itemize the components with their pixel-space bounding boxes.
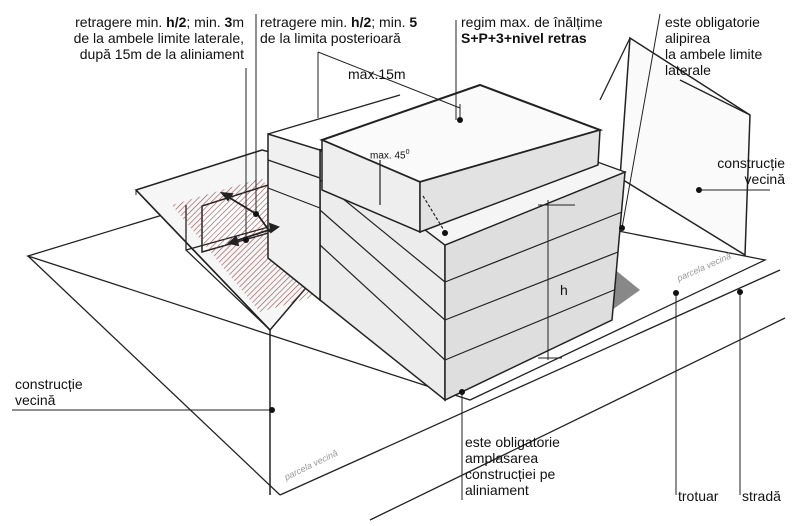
label-alignment: este obligatorie amplasarea construcției… <box>465 434 560 498</box>
label-max-height-regime: regim max. de înălțime S+P+3+nivel retra… <box>461 14 603 46</box>
label-neighbour-left: construcție vecină <box>15 376 83 408</box>
label-max15m: max.15m <box>348 66 406 82</box>
leader-dots <box>243 117 743 413</box>
label-max45: max. 450 <box>370 149 410 162</box>
right-neighbour-building <box>619 36 751 257</box>
label-sidewalk: trotuar <box>678 488 719 504</box>
setback-hatched-area <box>172 178 330 312</box>
parcel-front-line <box>27 255 281 496</box>
label-lateral-setback: retragere min. h/2; min. 3m de la ambele… <box>73 14 244 62</box>
sidewalk-edge-line <box>279 269 781 496</box>
street-edge-line <box>369 317 786 521</box>
label-neighbour-right: construcție vecină <box>717 155 785 187</box>
building-shadow <box>612 268 640 310</box>
max15m-dimension-line <box>317 51 461 109</box>
label-height-h: h <box>560 282 568 298</box>
setback-arrows <box>219 191 280 247</box>
label-street: stradă <box>742 488 781 504</box>
leader-lines <box>12 13 770 500</box>
label-rear-setback: retragere min. h/2; min. 5 de la limita … <box>260 14 418 46</box>
retracted-level-side <box>419 128 601 234</box>
max-45-angle-line <box>422 195 446 233</box>
floor-lines <box>267 159 623 361</box>
label-lateral-attach: este obligatorie alipirea la ambele limi… <box>665 14 763 78</box>
building-back-wing <box>267 132 321 302</box>
